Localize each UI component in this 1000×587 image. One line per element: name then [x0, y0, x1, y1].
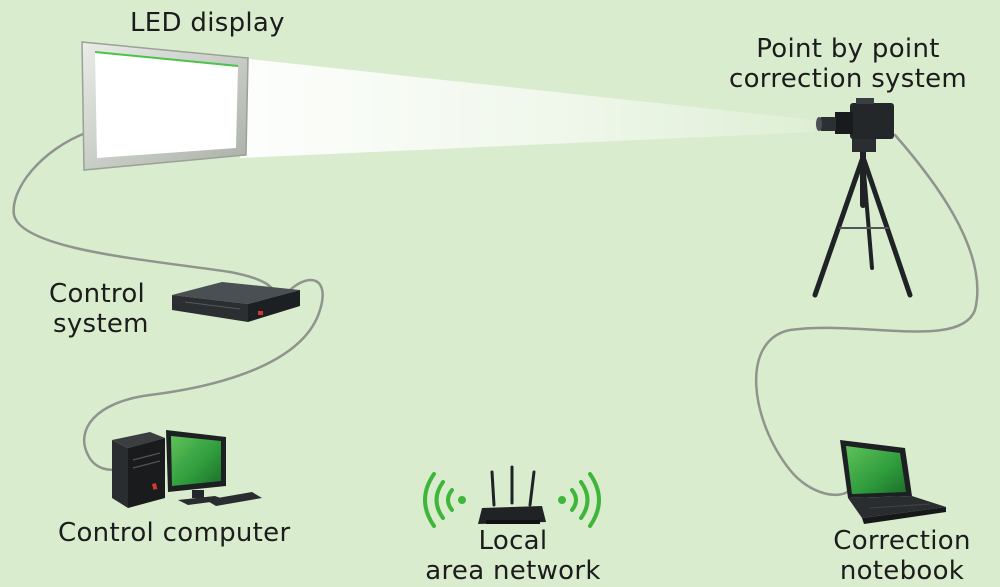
cable-led-to-control: [12, 130, 275, 300]
led-display-label: LED display: [130, 8, 285, 38]
control-system-label: Control system: [49, 279, 149, 339]
laptop-icon: [840, 440, 946, 524]
desktop-computer-icon: [112, 432, 165, 508]
correction-notebook-label-line1: Correction: [833, 526, 971, 556]
light-beam: [240, 58, 815, 158]
correction-system-label-line2: correction system: [728, 64, 967, 94]
tripod-icon: [812, 147, 913, 298]
control-computer-label: Control computer: [58, 518, 291, 548]
correction-notebook-label: Correction notebook: [822, 526, 982, 586]
cable-control-to-computer: [82, 278, 324, 472]
monitor-icon: [166, 430, 262, 506]
correction-system-label-line1: Point by point: [756, 34, 940, 64]
correction-system-label: Point by point correction system: [728, 34, 968, 94]
camera-icon: [816, 98, 894, 152]
control-system-label-line1: Control: [49, 279, 146, 309]
cables: [12, 130, 979, 497]
cable-camera-to-notebook: [755, 133, 979, 497]
correction-notebook-label-line2: notebook: [839, 556, 965, 586]
led-panel-icon: [81, 41, 249, 171]
local-area-network-label: Local area network: [418, 526, 608, 586]
router-icon: [478, 465, 546, 524]
control-system-label-line2: system: [53, 309, 149, 339]
controller-box-icon: [172, 282, 300, 322]
local-area-network-label-line1: Local: [478, 526, 548, 556]
local-area-network-label-line2: area network: [425, 556, 601, 586]
wifi-wave-icon: [423, 472, 601, 528]
